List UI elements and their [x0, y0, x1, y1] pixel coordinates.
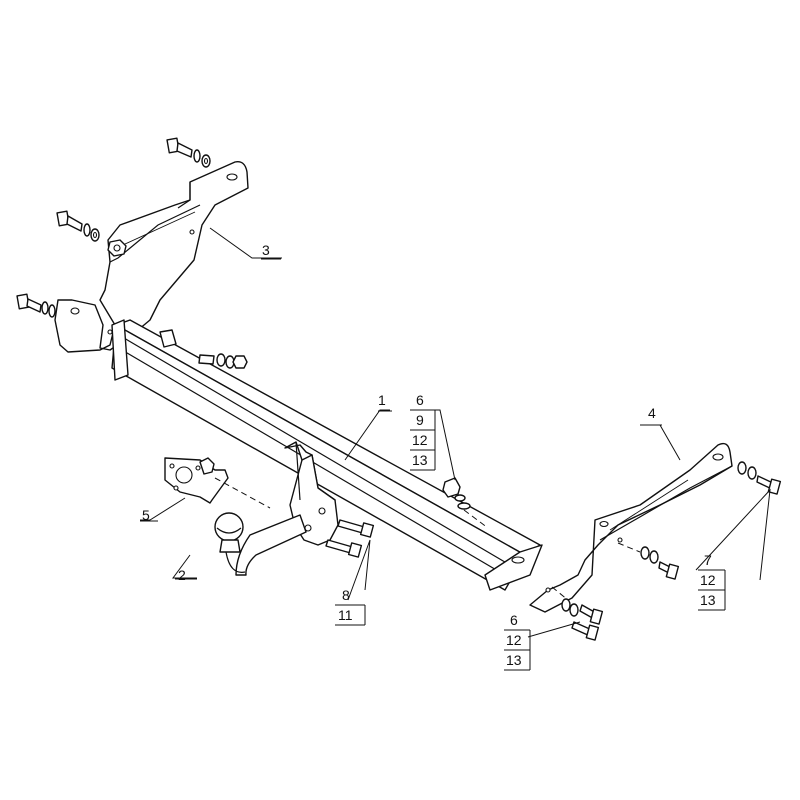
callout-bottom-12: 12	[506, 632, 522, 648]
callout-2: 2	[178, 567, 186, 583]
bolt-set-right-top	[737, 461, 782, 495]
callout-1: 1	[378, 392, 386, 408]
tow-ball-neck	[214, 512, 307, 576]
bolt-set-right-low	[551, 586, 604, 641]
callout-center-12: 12	[412, 432, 428, 448]
callout-bottom-6: 6	[510, 612, 518, 628]
bolt-set-lower-center	[325, 519, 375, 558]
left-mounting-bracket	[54, 161, 249, 353]
callout-right-13: 13	[700, 592, 716, 608]
bolt-set-under-beam	[198, 353, 248, 369]
callouts: 1 2 3 4 5 6 9 12 13 8 11 7 12 13 6 12 13	[142, 242, 716, 668]
callout-center-6: 6	[416, 392, 424, 408]
callout-bottom-13: 13	[506, 652, 522, 668]
right-mounting-bracket	[529, 442, 733, 613]
callout-3: 3	[262, 242, 270, 258]
bolt-set-center	[442, 477, 489, 529]
callout-center-13: 13	[412, 452, 428, 468]
callout-center-9: 9	[416, 412, 424, 428]
leader-lines	[140, 227, 771, 671]
callout-right-7: 7	[704, 552, 712, 568]
bolt-set-right-mid	[617, 542, 680, 580]
socket-bracket	[164, 457, 271, 509]
callout-4: 4	[648, 405, 656, 421]
callout-right-12: 12	[700, 572, 716, 588]
bolt-set-top-left	[166, 137, 211, 168]
bolt-set-mid-left	[56, 210, 127, 257]
callout-5: 5	[142, 507, 150, 523]
main-cross-beam	[111, 319, 543, 591]
callout-lower-11: 11	[338, 607, 353, 623]
callout-lower-8: 8	[342, 587, 350, 603]
bolt-set-low-left	[16, 293, 56, 318]
